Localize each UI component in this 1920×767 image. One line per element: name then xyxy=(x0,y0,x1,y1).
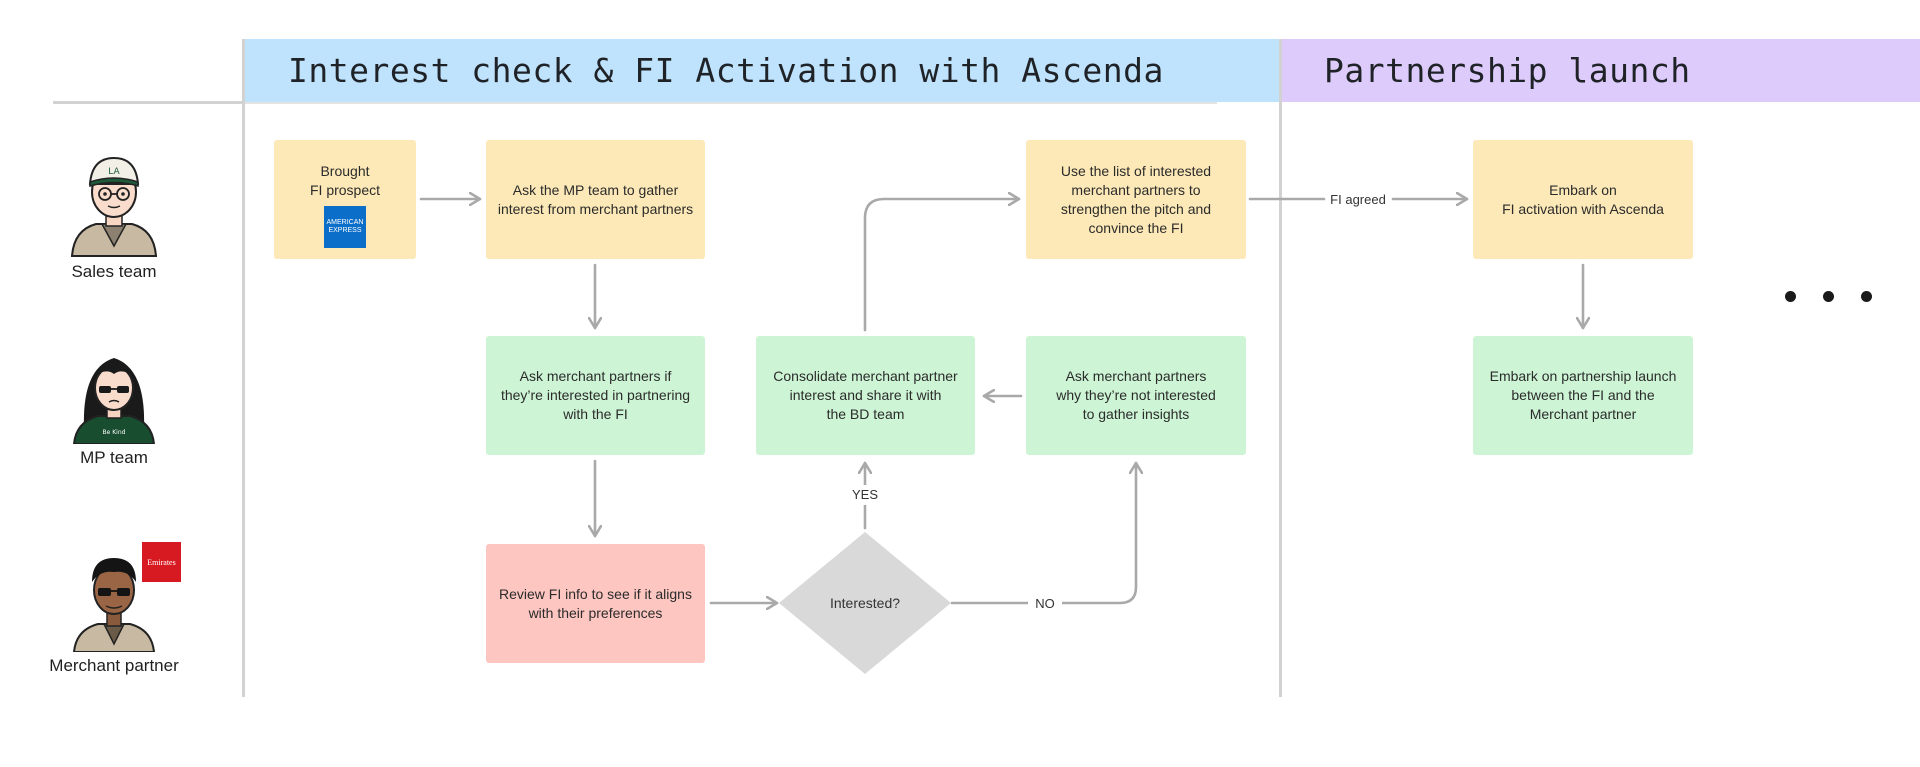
actor-merchant-partner: Merchant partner xyxy=(49,548,179,676)
node-ask-mp-team: Ask the MP team to gather interest from … xyxy=(486,140,705,259)
actor-label: Merchant partner xyxy=(49,656,179,675)
merchant-person-avatar-icon xyxy=(72,558,156,652)
node-label: Ask the MP team to gather interest from … xyxy=(497,181,694,217)
continuation-ellipsis-icon xyxy=(1785,291,1872,302)
mp-person-avatar-icon: Be Kind xyxy=(72,358,156,444)
dot xyxy=(1823,291,1834,302)
node-label: Ask merchant partners if they’re interes… xyxy=(500,368,691,422)
edge-label-fi-agreed: FI agreed xyxy=(1330,192,1386,207)
phase-header-interest-check: Interest check & FI Activation with Asce… xyxy=(245,39,1280,102)
node-consolidate-interest: Consolidate merchant partner interest an… xyxy=(756,336,975,455)
node-label: Use the list of interested merchant part… xyxy=(1060,162,1212,236)
lane-divider-left xyxy=(242,39,245,697)
sales-person-avatar-icon: LA xyxy=(70,156,158,257)
node-brought-fi-prospect: Brought FI prospect AMERICAN EXPRESS xyxy=(274,140,416,259)
actor-sales-team: LA Sales team xyxy=(54,152,174,282)
edge-decision-no xyxy=(950,461,1136,605)
emirates-logo: Emirates xyxy=(142,542,181,582)
phase-title: Interest check & FI Activation with Asce… xyxy=(288,51,1164,90)
actor-label: MP team xyxy=(80,448,148,467)
amex-logo: AMERICAN EXPRESS xyxy=(324,206,366,248)
yes-label-bg xyxy=(846,485,884,505)
phase-divider xyxy=(1279,39,1282,697)
no-label-bg xyxy=(1028,593,1062,613)
node-ask-merchant-partners: Ask merchant partners if they’re interes… xyxy=(486,336,705,455)
svg-text:Be Kind: Be Kind xyxy=(103,429,126,436)
dot xyxy=(1861,291,1872,302)
node-label: Review FI info to see if it aligns with … xyxy=(499,585,692,621)
node-embark-partnership-launch: Embark on partnership launch between the… xyxy=(1473,336,1693,455)
svg-text:LA: LA xyxy=(108,167,120,177)
edge-label-no: NO xyxy=(1035,596,1055,611)
dot xyxy=(1785,291,1796,302)
header-divider-phase1 xyxy=(245,102,1217,104)
actor-label: Sales team xyxy=(71,262,157,281)
node-use-list: Use the list of interested merchant part… xyxy=(1026,140,1246,259)
phase-title: Partnership launch xyxy=(1324,51,1691,90)
node-label: Embark on FI activation with Ascenda xyxy=(1502,181,1664,217)
node-label: Brought FI prospect xyxy=(309,163,381,198)
node-label: Embark on partnership launch between the… xyxy=(1489,368,1677,422)
header-divider-left xyxy=(53,101,245,104)
node-ask-why-not: Ask merchant partners why they’re not in… xyxy=(1026,336,1246,455)
edge-label-yes: YES xyxy=(852,487,878,502)
node-label: Consolidate merchant partner interest an… xyxy=(773,368,958,422)
actor-mp-team: Be Kind MP team xyxy=(54,348,174,468)
phase-header-partnership-launch: Partnership launch xyxy=(1282,39,1920,102)
edge-consolidate-to-use-list xyxy=(863,199,1021,332)
node-label: Ask merchant partners why they’re not in… xyxy=(1056,368,1216,422)
node-review-fi-info: Review FI info to see if it aligns with … xyxy=(486,544,705,663)
amex-logo-text: AMERICAN EXPRESS xyxy=(326,219,364,234)
emirates-logo-text: Emirates xyxy=(147,557,176,567)
decision-diamond xyxy=(779,532,951,674)
decision-label: Interested? xyxy=(830,595,900,611)
node-embark-fi-activation: Embark on FI activation with Ascenda xyxy=(1473,140,1693,259)
